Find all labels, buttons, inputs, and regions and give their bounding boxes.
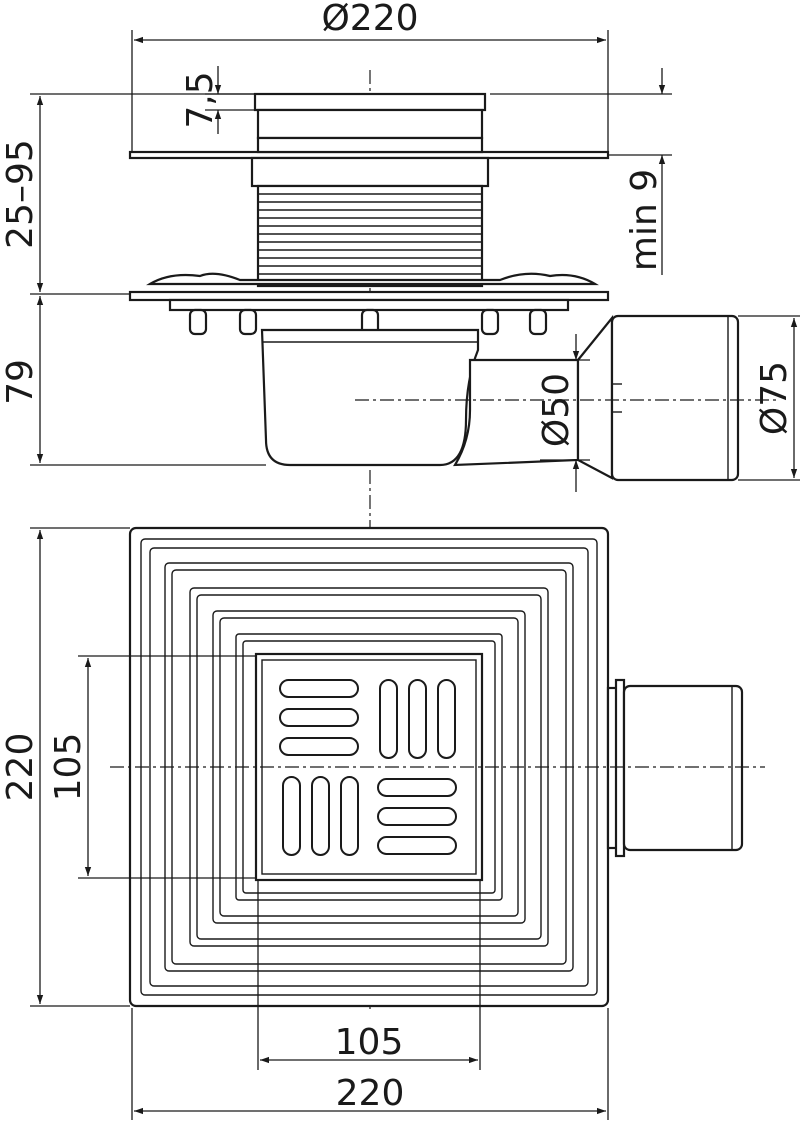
dim-height-range: 25–95	[0, 93, 255, 295]
riser-threads	[258, 193, 482, 275]
grate-slots	[279, 679, 457, 856]
dim-grate-height: 105	[48, 655, 256, 879]
outlet-socket-top	[622, 684, 744, 852]
side-view: Ø220 7,5 25–95 min 9	[0, 0, 800, 1010]
dim-overall-diameter: Ø220	[131, 0, 609, 152]
collar-lower	[256, 136, 484, 154]
outlet-ring-top	[614, 678, 626, 858]
overall-diameter-label: Ø220	[321, 0, 418, 39]
flange-studs	[188, 308, 548, 336]
drain-body	[260, 328, 480, 467]
height-range-label: 25–95	[0, 139, 41, 249]
dim-min-height: min 9	[490, 68, 672, 275]
flange-bumps	[146, 272, 599, 286]
collar-ring	[256, 108, 484, 140]
outlet-socket-75	[610, 314, 740, 482]
dim-overall-height: 220	[0, 527, 130, 1007]
dim-grate-width: 105	[257, 880, 481, 1070]
top-view: 105 220 105 220	[0, 526, 765, 1120]
dim-overall-width: 220	[131, 1008, 609, 1120]
outlet-reducer	[576, 314, 614, 480]
top-collar	[253, 92, 487, 112]
outlet-pipe-50	[453, 358, 580, 467]
body-height-label: 79	[0, 359, 41, 405]
dim-outlet-inner: Ø50	[536, 334, 590, 492]
lower-flange	[128, 290, 610, 302]
threaded-riser	[256, 184, 484, 288]
grate-height-label: 105	[48, 733, 89, 802]
grate-width-label: 105	[335, 1022, 404, 1063]
outlet-inner-label: Ø50	[536, 373, 577, 447]
riser-head	[250, 156, 490, 188]
flange-rim	[168, 298, 570, 312]
outlet-outer-label: Ø75	[754, 361, 795, 435]
overall-width-label: 220	[336, 1073, 405, 1114]
collar-height-label: 7,5	[180, 71, 221, 128]
dim-body-height: 79	[0, 296, 266, 466]
min-height-label: min 9	[624, 169, 665, 271]
overall-height-label: 220	[0, 733, 41, 802]
dim-collar-height: 7,5	[180, 66, 255, 134]
dim-outlet-outer: Ø75	[738, 315, 800, 481]
